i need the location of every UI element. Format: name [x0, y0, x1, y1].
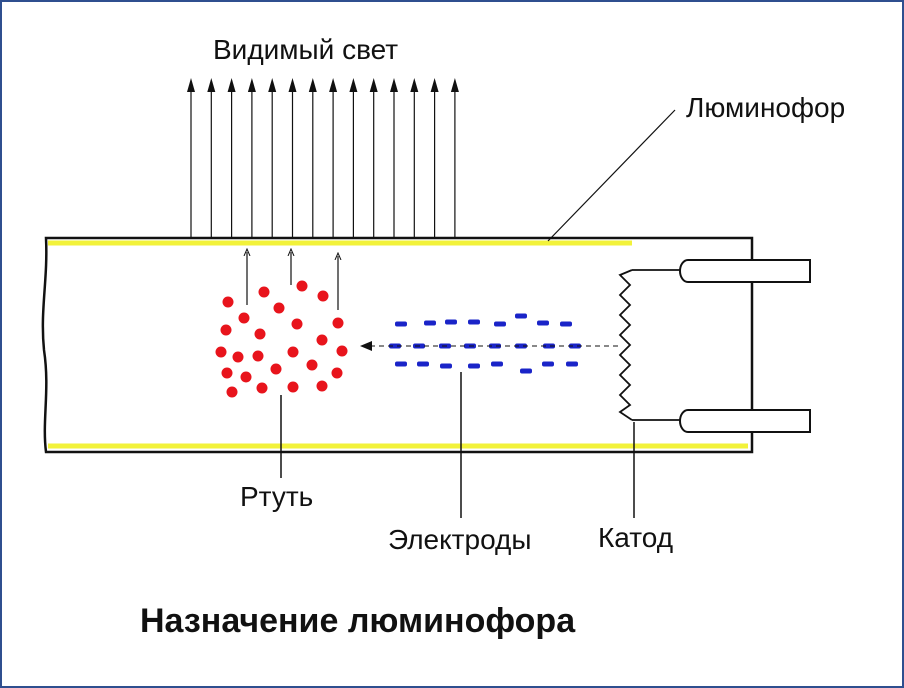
visible-light-label: Видимый свет: [213, 34, 398, 65]
mercury-atom: [240, 371, 252, 383]
light-ray-arrowhead: [247, 78, 256, 92]
light-ray-arrowhead: [450, 78, 459, 92]
mercury-atom: [252, 350, 264, 362]
electron-particle: [395, 321, 407, 327]
lamp-pins: [679, 259, 811, 433]
mercury-atom: [270, 363, 282, 375]
electron-particle: [468, 363, 480, 369]
mercury-atom: [220, 324, 232, 336]
cathode-filament: [618, 269, 688, 421]
visible-light-arrows: [187, 78, 459, 238]
mercury-atom: [316, 334, 328, 346]
mercury-atom: [331, 367, 343, 379]
mercury-atom: [291, 318, 303, 330]
mercury-atom: [222, 296, 234, 308]
electron-particle: [520, 368, 532, 374]
electron-particle: [440, 363, 452, 369]
light-ray-arrowhead: [329, 78, 338, 92]
diagram-title: Назначение люминофора: [140, 602, 576, 640]
electron-particle: [468, 319, 480, 325]
light-ray-arrowhead: [390, 78, 398, 92]
electrons-label: Электроды: [388, 524, 532, 555]
mercury-atom: [254, 328, 266, 340]
light-ray-arrowhead: [207, 78, 216, 92]
light-ray-arrowhead: [410, 78, 419, 92]
electron-particle: [395, 361, 407, 367]
mercury-atom: [287, 346, 299, 358]
electron-particle: [537, 320, 549, 326]
cathode-label: Катод: [598, 522, 673, 553]
light-ray-arrowhead: [268, 78, 277, 92]
light-ray-arrowhead: [187, 78, 195, 92]
electron-particle: [489, 343, 501, 349]
electron-particle: [542, 361, 554, 367]
electron-direction-arrow: [360, 341, 618, 351]
electron-particle: [424, 320, 436, 326]
mercury-atom: [258, 286, 270, 298]
electron-particle: [494, 321, 506, 327]
mercury-atom: [238, 312, 250, 324]
mercury-atom: [226, 386, 238, 398]
light-ray-arrowhead: [369, 78, 378, 92]
electron-stream: [389, 313, 581, 374]
light-ray-arrowhead: [308, 78, 317, 92]
electron-particle: [560, 321, 572, 327]
electron-particle: [491, 361, 503, 367]
mercury-atom: [221, 367, 233, 379]
uv-arrows: [247, 252, 338, 310]
mercury-label: Ртуть: [240, 481, 313, 512]
electron-particle: [569, 343, 581, 349]
mercury-atom: [332, 317, 344, 329]
electron-particle: [445, 319, 457, 325]
mercury-atom: [306, 359, 318, 371]
electron-particle: [389, 343, 401, 349]
lamp-tube: [41, 236, 754, 454]
phosphor-coating: [48, 240, 748, 449]
mercury-atoms: [215, 280, 348, 398]
light-ray-arrowhead: [349, 78, 358, 92]
electron-particle: [515, 313, 527, 319]
mercury-atom: [232, 351, 244, 363]
mercury-atom: [287, 381, 299, 393]
electron-particle: [515, 343, 527, 349]
electron-particle: [417, 361, 429, 367]
phosphor-label: Люминофор: [686, 92, 845, 123]
light-ray-arrowhead: [227, 78, 236, 92]
mercury-atom: [256, 382, 268, 394]
electron-particle: [566, 361, 578, 367]
mercury-atom: [317, 290, 329, 302]
electron-particle: [543, 343, 555, 349]
mercury-atom: [296, 280, 308, 292]
mercury-atom: [273, 302, 285, 314]
mercury-atom: [336, 345, 348, 357]
leader-lines: [280, 109, 676, 518]
mercury-atom: [316, 380, 328, 392]
light-ray-arrowhead: [288, 78, 297, 92]
mercury-atom: [215, 346, 227, 358]
light-ray-arrowhead: [430, 78, 439, 92]
